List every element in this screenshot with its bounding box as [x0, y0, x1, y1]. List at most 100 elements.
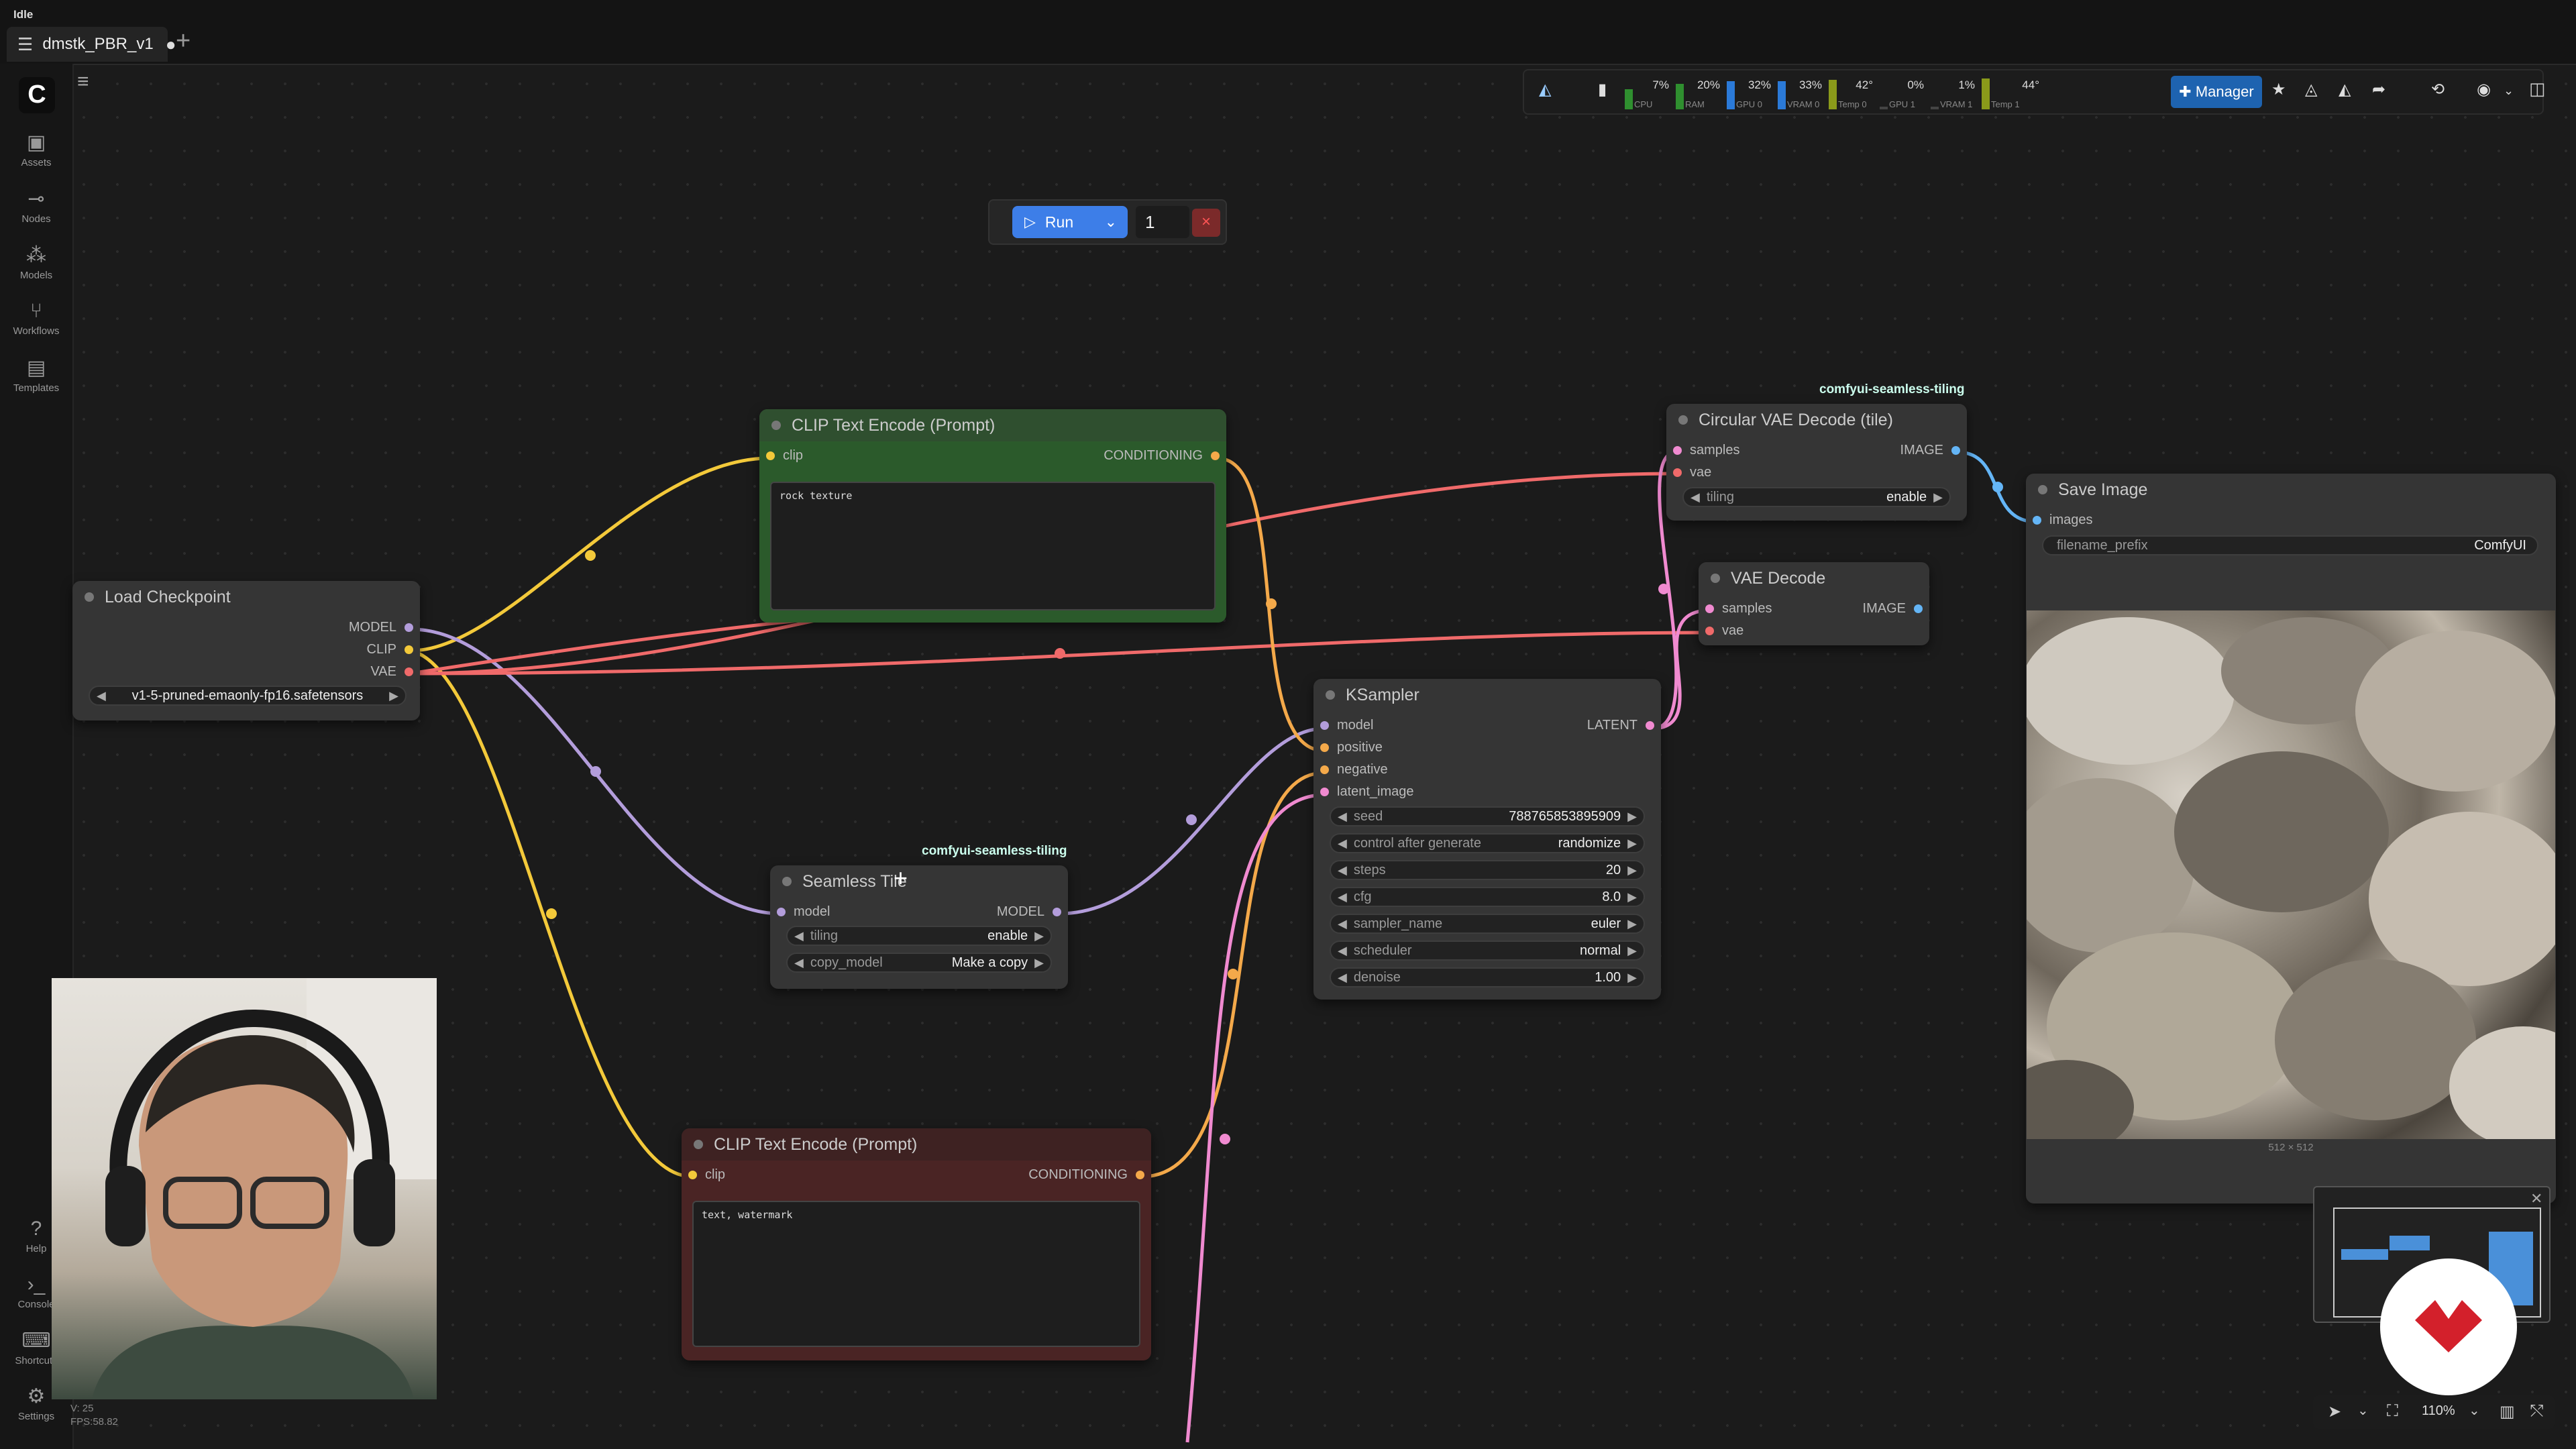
- image-size-label: 512 × 512: [2268, 1142, 2314, 1153]
- input-vae[interactable]: vae: [1705, 623, 1743, 639]
- keyboard-icon: ⌨: [21, 1330, 51, 1352]
- sidebar-item-nodes[interactable]: ⊸Nodes: [0, 187, 72, 225]
- input-latent-image[interactable]: latent_image: [1320, 784, 1414, 800]
- input-positive[interactable]: positive: [1320, 740, 1383, 755]
- node-circular-vae-decode[interactable]: Circular VAE Decode (tile) samples vae I…: [1666, 404, 1967, 521]
- reroute-dot: [1658, 584, 1669, 594]
- new-tab-button[interactable]: +: [176, 27, 191, 55]
- prompt-textarea[interactable]: text, watermark: [692, 1201, 1140, 1347]
- pointer-icon[interactable]: ➤: [2328, 1403, 2342, 1421]
- output-conditioning[interactable]: CONDITIONING: [1028, 1167, 1144, 1183]
- input-images[interactable]: images: [2033, 513, 2092, 528]
- close-icon[interactable]: ✕: [2530, 1190, 2543, 1207]
- node-ksampler[interactable]: KSampler model positive negative latent_…: [1313, 679, 1661, 1000]
- input-negative[interactable]: negative: [1320, 762, 1388, 777]
- input-model[interactable]: model: [1320, 718, 1373, 733]
- sidebar-item-console[interactable]: ›_Console: [0, 1273, 72, 1310]
- sidebar-item-shortcuts[interactable]: ⌨Shortcuts: [0, 1329, 72, 1366]
- minimap[interactable]: ✕: [2313, 1186, 2551, 1323]
- stat-gpu0: 32%GPU 0: [1727, 77, 1774, 109]
- crystools-icon[interactable]: ◭: [1539, 80, 1552, 99]
- node-load-checkpoint[interactable]: Load Checkpoint MODEL CLIP VAE ◀v1-5-pru…: [72, 581, 420, 720]
- run-button[interactable]: ▷ Run ⌄: [1012, 206, 1128, 238]
- input-clip[interactable]: clip: [688, 1167, 725, 1183]
- templates-icon: ▤: [26, 357, 46, 379]
- sidebar-item-assets[interactable]: ▣Assets: [0, 131, 72, 168]
- sidebar-item-templates[interactable]: ▤Templates: [0, 356, 72, 394]
- star-icon[interactable]: ★: [2271, 80, 2286, 99]
- workflows-icon: ⑂: [30, 300, 42, 322]
- arrow-share-icon[interactable]: ➦: [2372, 80, 2386, 99]
- output-image[interactable]: IMAGE: [1863, 601, 1923, 616]
- chevron-down-icon[interactable]: ⌄: [1104, 213, 1117, 230]
- output-model[interactable]: MODEL: [997, 904, 1061, 920]
- panel-toggle-icon[interactable]: ◫: [2529, 78, 2546, 99]
- node-title: Load Checkpoint: [72, 581, 420, 613]
- node-title: VAE Decode: [1699, 562, 1929, 594]
- sidebar-item-workflows[interactable]: ⑂Workflows: [0, 300, 72, 337]
- node-clip-text-encode-negative[interactable]: CLIP Text Encode (Prompt) clip CONDITION…: [682, 1128, 1151, 1360]
- output-vae[interactable]: VAE: [370, 664, 413, 680]
- output-model[interactable]: MODEL: [349, 620, 413, 635]
- input-vae[interactable]: vae: [1673, 465, 1711, 480]
- stat-ram: 20%RAM: [1676, 77, 1723, 109]
- output-conditioning[interactable]: CONDITIONING: [1104, 448, 1220, 464]
- batch-count-input[interactable]: 1: [1136, 206, 1189, 238]
- input-samples[interactable]: samples: [1673, 443, 1739, 458]
- gear-icon: ⚙: [27, 1385, 46, 1407]
- fit-view-icon[interactable]: ⛶: [2387, 1402, 2398, 1420]
- minimap-node: [2390, 1236, 2430, 1250]
- wire-latent-decode: [1652, 608, 1710, 731]
- ckpt-name-combo[interactable]: ◀v1-5-pruned-emaonly-fp16.safetensors▶: [89, 686, 407, 706]
- output-image[interactable]: IMAGE: [1900, 443, 1960, 458]
- map-icon[interactable]: ▥: [2500, 1403, 2515, 1421]
- output-latent[interactable]: LATENT: [1587, 718, 1654, 733]
- play-icon: ▷: [1024, 213, 1036, 230]
- generated-image-preview[interactable]: [2000, 610, 2576, 1154]
- rock-texture-image: [2000, 617, 2576, 1154]
- input-samples[interactable]: samples: [1705, 601, 1772, 616]
- input-clip[interactable]: clip: [766, 448, 803, 464]
- sidebar-item-settings[interactable]: ⚙Settings: [0, 1385, 72, 1422]
- prompt-textarea[interactable]: rock texture: [770, 482, 1216, 610]
- menu-icon[interactable]: ☰: [17, 34, 34, 54]
- input-model[interactable]: model: [777, 904, 830, 920]
- sidebar-item-models[interactable]: ⁂Models: [0, 244, 72, 281]
- graph-menu-icon[interactable]: ≡: [77, 70, 89, 93]
- node-title: Circular VAE Decode (tile): [1666, 404, 1967, 436]
- node-vae-decode[interactable]: VAE Decode samples vae IMAGE: [1699, 562, 1929, 645]
- comfy-logo[interactable]: C: [19, 77, 55, 113]
- output-clip[interactable]: CLIP: [367, 642, 413, 657]
- reroute-dot: [1220, 1134, 1230, 1144]
- node-clip-text-encode-positive[interactable]: CLIP Text Encode (Prompt) clip CONDITION…: [759, 409, 1226, 623]
- link-visibility-icon[interactable]: ⤲: [2530, 1402, 2544, 1420]
- node-title: CLIP Text Encode (Prompt): [682, 1128, 1151, 1161]
- workflow-tab[interactable]: ☰ dmstk_PBR_v1 ●: [7, 27, 176, 62]
- chevron-down-icon[interactable]: ⌄: [2357, 1403, 2369, 1418]
- sidebar-item-help[interactable]: ?Help: [0, 1218, 72, 1254]
- cancel-button[interactable]: ×: [1192, 209, 1220, 237]
- bookmark-icon[interactable]: ▮: [1598, 80, 1607, 99]
- status-text: Idle: [13, 8, 34, 21]
- manager-button[interactable]: ✚ Manager: [2171, 76, 2262, 108]
- history-icon[interactable]: ⟲: [2431, 80, 2445, 99]
- user-icon[interactable]: ◉: [2477, 80, 2491, 99]
- chevron-down-icon[interactable]: ⌄: [2469, 1403, 2480, 1418]
- node-source-tag: comfyui-seamless-tiling: [1819, 382, 1965, 396]
- share-icon[interactable]: ◭: [2339, 80, 2351, 99]
- chevron-down-icon[interactable]: ⌄: [2504, 84, 2514, 97]
- translate-icon[interactable]: ◬: [2305, 80, 2318, 99]
- zoom-level[interactable]: 110%: [2422, 1403, 2455, 1418]
